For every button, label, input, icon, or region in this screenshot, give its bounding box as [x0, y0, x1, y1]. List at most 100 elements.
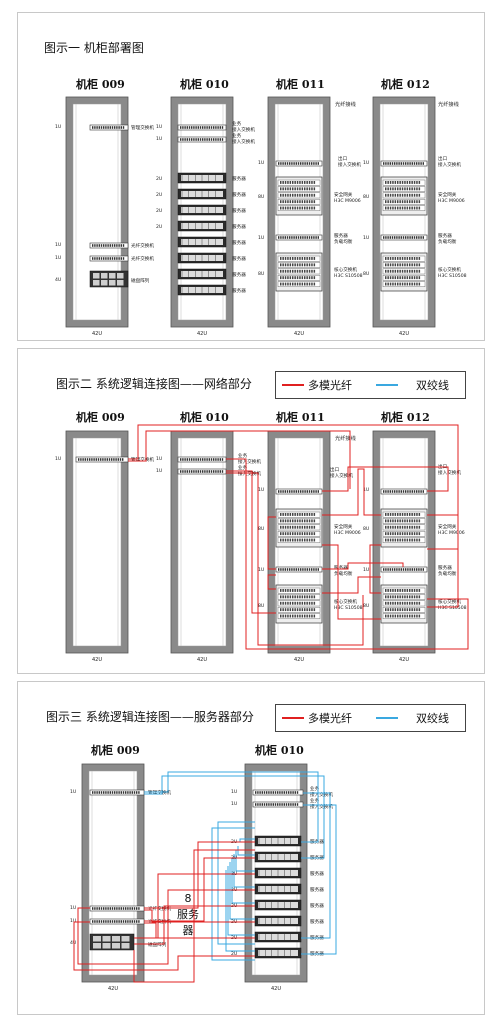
switch-port: [311, 236, 313, 239]
chassis-port: [284, 608, 287, 612]
chassis-port: [311, 181, 313, 184]
chassis-port: [294, 525, 296, 529]
switch-1u: [89, 255, 129, 262]
chassis-port: [289, 257, 292, 260]
chassis-port: [385, 525, 387, 529]
chassis-port: [399, 614, 401, 618]
disk-slot: [93, 943, 101, 949]
label-access: 业务: [310, 797, 320, 804]
panel-rack-deployment: 图示一 机柜部署图 机柜 009 机柜 010 机柜 011 机柜 012 42…: [17, 12, 485, 341]
switch-port: [304, 490, 306, 493]
u-label: 2U: [156, 176, 162, 182]
switch-port: [182, 458, 184, 461]
chassis-port: [313, 193, 316, 197]
chassis-port: [406, 614, 409, 618]
chassis-port: [389, 519, 392, 523]
switch-port: [286, 162, 289, 165]
switch-port: [94, 126, 96, 129]
chassis-port: [401, 282, 404, 286]
chassis-port: [411, 608, 413, 612]
switch-port: [109, 791, 111, 794]
chassis-port: [308, 282, 311, 286]
disk-slot: [101, 280, 108, 286]
legend: 多模光纤 双绞线: [275, 704, 466, 732]
switch-port: [122, 244, 125, 247]
chassis-port: [406, 187, 409, 191]
chassis-port: [392, 276, 394, 280]
chassis-slot: [382, 255, 426, 262]
chassis-port: [299, 187, 301, 191]
chassis-port: [280, 206, 282, 210]
u-label: 2U: [156, 224, 162, 230]
chassis-port: [308, 519, 311, 523]
u-label: 8U: [258, 194, 264, 200]
chassis-port: [308, 276, 311, 280]
chassis-port: [392, 200, 394, 204]
chassis-port: [416, 263, 418, 267]
chassis-port: [404, 538, 406, 542]
chassis-port: [301, 269, 304, 273]
fiber-cable: [322, 544, 381, 620]
chassis-port: [409, 276, 411, 280]
switch-port: [387, 568, 389, 571]
u-label: 8U: [258, 271, 264, 277]
chassis-port: [394, 525, 397, 529]
u-label: 1U: [363, 235, 369, 241]
switch-port: [215, 458, 217, 461]
chassis-port: [401, 519, 404, 523]
switch-port: [116, 920, 118, 923]
switch-port: [102, 458, 104, 461]
switch-port: [400, 162, 402, 165]
chassis-port: [308, 206, 311, 210]
chassis-port: [280, 608, 282, 612]
chassis-port: [418, 181, 421, 184]
switch-port: [272, 791, 274, 794]
label-access: 业务: [238, 452, 248, 459]
chassis-port: [301, 614, 304, 618]
switch-port: [290, 791, 292, 794]
chassis-port: [308, 263, 311, 267]
chassis-port: [397, 282, 399, 286]
switch-port: [294, 803, 296, 806]
switch-port: [213, 126, 215, 129]
chassis-port: [387, 193, 389, 197]
label-server: 服务器: [232, 239, 246, 246]
label-egress: 接入交换机: [438, 161, 461, 168]
chassis-port: [294, 276, 296, 280]
switch-port: [116, 907, 118, 910]
chassis-port: [280, 513, 282, 516]
chassis-port: [416, 181, 418, 184]
chassis-port: [418, 595, 421, 599]
twisted-pair-cable: [225, 870, 255, 952]
chassis-port: [311, 257, 313, 260]
chassis-port: [392, 538, 394, 542]
switch-port: [407, 490, 409, 493]
switch-port: [278, 162, 280, 165]
switch-port: [96, 920, 98, 923]
switch-1u: [89, 124, 129, 131]
chassis-port: [313, 525, 316, 529]
chassis-port: [406, 276, 409, 280]
label-lb: 负载均衡: [438, 570, 457, 577]
chassis-port: [292, 538, 294, 542]
switch-port: [116, 791, 118, 794]
chassis-port: [387, 257, 389, 260]
u-label: 8U: [363, 526, 369, 532]
switch-port: [280, 568, 282, 571]
switch-port: [278, 568, 280, 571]
chassis-port: [284, 193, 287, 197]
chassis-port: [306, 513, 308, 516]
switch-port: [293, 490, 295, 493]
chassis-port: [292, 519, 294, 523]
label-lb: 负载均衡: [334, 570, 353, 577]
switch-port: [416, 568, 418, 571]
chassis-port: [392, 608, 394, 612]
u-label: 4U: [70, 940, 76, 946]
rack-title-010: 机柜 010: [180, 78, 229, 91]
chassis-port: [413, 269, 416, 273]
chassis-port: [392, 525, 394, 529]
legend-twisted-line: [376, 717, 398, 719]
label-firewall: 安全网关: [438, 191, 457, 198]
switch-port: [195, 458, 197, 461]
switch-port: [284, 568, 286, 571]
